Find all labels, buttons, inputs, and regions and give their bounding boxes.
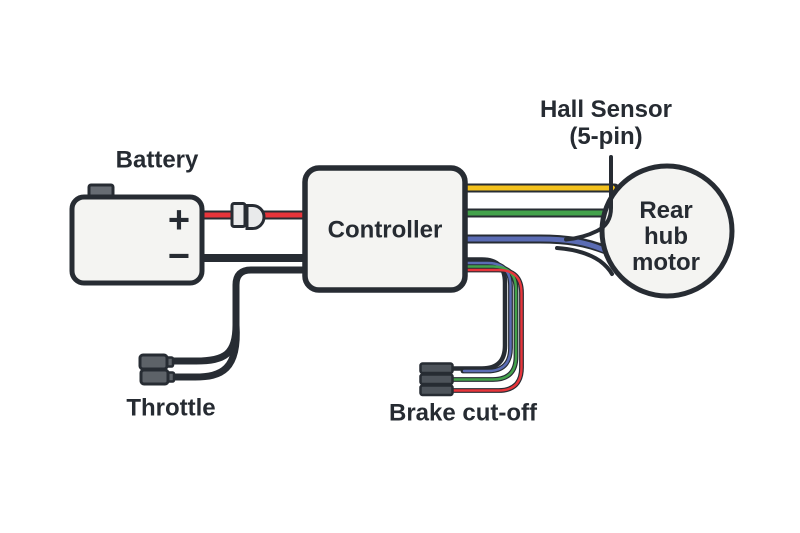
- throttle-wire-main: [232, 266, 313, 335]
- controller-box: [302, 165, 468, 293]
- annotation-lines-group: [555, 155, 614, 276]
- brake-connector-1: [419, 362, 454, 375]
- motor-label-line3: motor: [632, 249, 700, 276]
- brake-wire-blue-core: [462, 261, 512, 373]
- battery-minus-symbol: −: [167, 235, 191, 278]
- throttle-wire-upper: [162, 321, 240, 365]
- hall-sensor-pointer-line: [564, 155, 613, 242]
- motor-circle: [599, 163, 735, 299]
- battery-label: Battery: [115, 146, 199, 174]
- motor-label-line1: Rear: [639, 197, 693, 224]
- brake-connector-3: [419, 384, 454, 397]
- brake-connector-2: [419, 373, 454, 386]
- battery-plus-symbol: +: [167, 199, 191, 242]
- hall-sensor-label-line1: Hall Sensor: [539, 96, 673, 123]
- hall-wire-blue-core: [464, 236, 606, 252]
- throttle-connector-lower: [139, 368, 170, 386]
- throttle-wire-lower: [163, 321, 240, 381]
- brake-cutoff-label: Brake cut-off: [388, 399, 538, 427]
- throttle-connector-upper: [138, 353, 169, 371]
- motor-funnel-lip: [555, 246, 614, 276]
- power-connector-collar: [230, 202, 247, 228]
- brake-wire-green-core: [450, 265, 518, 381]
- controller-label: Controller: [327, 216, 443, 244]
- battery-body: [69, 194, 205, 286]
- brake-wire-red-core: [450, 268, 523, 392]
- power-connector-bullet: [245, 204, 266, 230]
- hall-sensor-label: Hall Sensor (5-pin): [540, 96, 672, 150]
- hall-sensor-label-line2: (5-pin): [569, 123, 643, 150]
- motor-label: Rear hub motor: [632, 198, 700, 276]
- motor-label-line2: hub: [644, 223, 688, 250]
- throttle-label: Throttle: [126, 394, 216, 422]
